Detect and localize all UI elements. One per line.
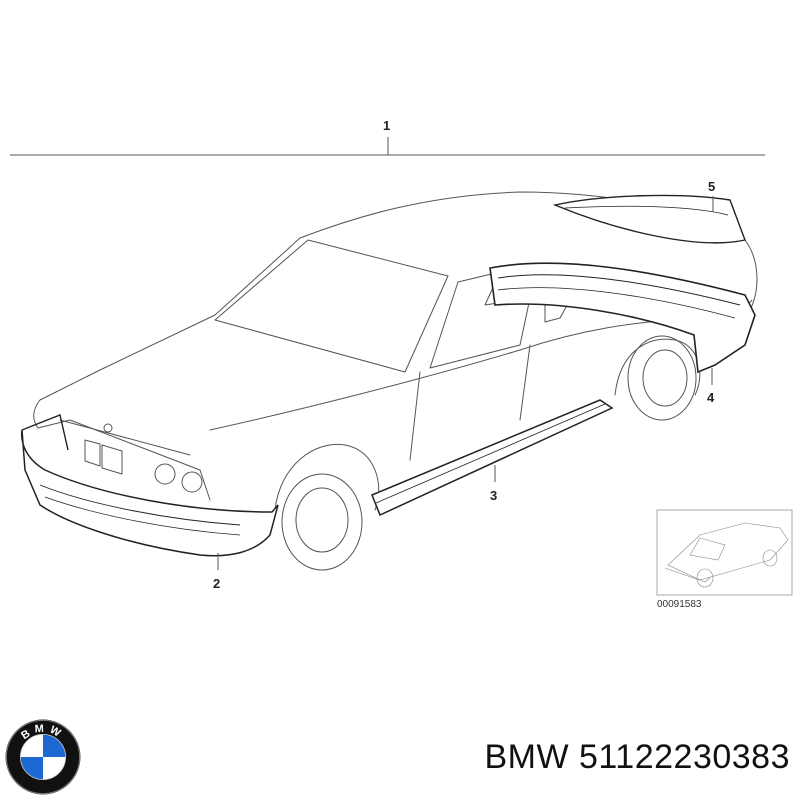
front-bumper <box>20 429 279 557</box>
footer-caption: BMW 51122230383 <box>385 738 790 777</box>
brand-name: BMW <box>484 738 570 776</box>
reference-code: 00091583 <box>657 599 702 610</box>
callout-1: 1 <box>383 118 390 133</box>
rear-spoiler <box>552 194 746 244</box>
car-body-outline <box>33 191 758 571</box>
part-number: 51122230383 <box>579 738 790 776</box>
rear-bumper <box>489 262 756 374</box>
bmw-logo-icon: BMW <box>5 719 81 795</box>
callout-5: 5 <box>708 179 715 194</box>
overview-thumbnail: 00091583 <box>656 509 793 610</box>
side-skirt <box>371 399 614 517</box>
callout-4: 4 <box>707 390 715 405</box>
callout-3: 3 <box>490 488 497 503</box>
callout-2: 2 <box>213 576 220 591</box>
